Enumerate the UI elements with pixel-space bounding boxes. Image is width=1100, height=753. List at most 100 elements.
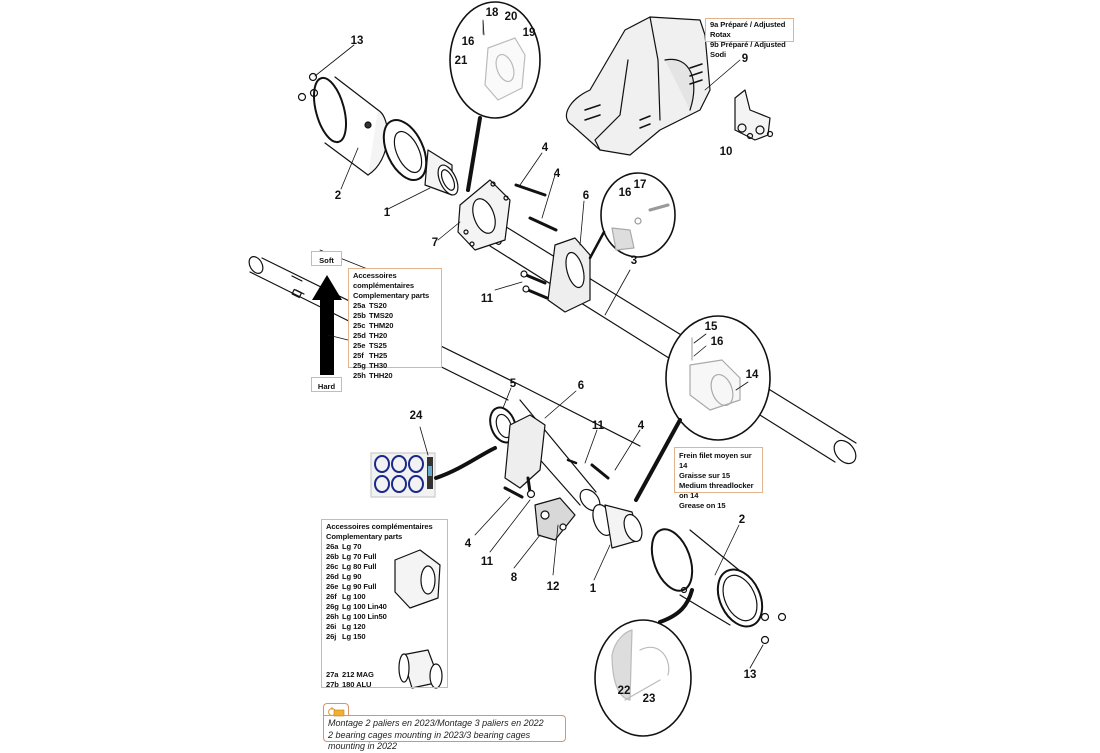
part-label-22: 22 [617,685,631,697]
part-label-16: 16 [461,36,475,48]
hard-label: Hard [311,377,342,392]
part-label-2: 2 [334,190,342,202]
part-label-23: 23 [642,693,656,705]
chain-guard-bracket [734,89,774,141]
part-label-7: 7 [431,237,439,249]
part-label-21: 21 [454,55,468,67]
part-label-6: 6 [577,380,585,392]
disc-carrier [457,179,511,251]
variant-sodi: 9b Préparé / Adjusted Sodi [710,40,786,59]
o-ring-kit [370,446,497,498]
part-label-24: 24 [409,410,423,422]
part-label-1: 1 [589,583,597,595]
hub-accessories-box: Accessoires complémentaires Complementar… [321,519,448,689]
hardness-arrow [312,275,342,375]
hub-accessories-title-en: Complementary parts [326,532,403,541]
note-line: Grease on 15 [679,501,726,510]
part-label-17: 17 [633,179,647,191]
zoom-circle-wheel [594,588,694,737]
part-label-16: 16 [710,336,724,348]
assembly-note-box: Frein filet moyen sur 14 Graisse sur 15 … [674,447,763,510]
axle-accessories-title-en: Complementary parts [353,291,430,300]
part-label-15: 15 [704,321,718,333]
part-label-11: 11 [480,556,494,568]
part-label-4: 4 [637,420,645,432]
zoom-circle-disc [449,1,541,192]
axle-tube [248,219,857,512]
key-pins [514,183,558,232]
zoom-circle-screw [588,172,676,260]
bearing-cage-upper [547,237,591,313]
part-label-11: 11 [480,293,494,305]
axle-accessories-box: Accessoires complémentaires Complementar… [348,268,442,380]
part-label-14: 14 [745,369,759,381]
hub-accessory-image [394,549,441,609]
part-label-13: 13 [743,669,757,681]
part-label-19: 19 [522,27,536,39]
wheel-nuts-lower [760,612,787,645]
part-label-11: 11 [591,420,605,432]
hub-accessories-title-fr: Accessoires complémentaires [326,522,433,531]
note-tab [323,703,349,717]
mounting-note: Montage 2 paliers en 2023/Montage 3 pali… [323,715,566,751]
bearing-accessory-image [398,649,443,689]
bearing-cage-lower [504,414,546,489]
part-label-13: 13 [350,35,364,47]
mounting-note-en: 2 bearing cages mounting in 2023/3 beari… [328,729,531,752]
part-label-12: 12 [546,581,560,593]
brake-drum-upper [313,76,428,181]
mounting-note-fr: Montage 2 paliers en 2023/Montage 3 pali… [328,718,544,728]
part-label-9: 9 [741,53,749,65]
part-label-1: 1 [383,207,391,219]
part-label-4: 4 [464,538,472,550]
part-label-8: 8 [510,572,518,584]
soft-label: Soft [311,251,342,266]
part-label-3: 3 [630,255,638,267]
note-line: Medium threadlocker on 14 [679,481,754,500]
lower-small-parts [503,458,610,541]
part-label-20: 20 [504,11,518,23]
part-label-2: 2 [738,514,746,526]
wheel-nuts-upper [297,72,319,102]
part-label-4: 4 [541,142,549,154]
note-line: Graisse sur 15 [679,471,730,480]
part-label-10: 10 [719,146,733,158]
chain-guard [566,16,711,156]
bolts-upper [520,270,549,300]
part-label-18: 18 [485,7,499,19]
part-label-5: 5 [509,378,517,390]
axle-accessories-title-fr: Accessoires complémentaires [353,271,414,290]
brake-drum-lower [650,528,764,628]
zoom-circle-hub [634,315,771,502]
part-label-4: 4 [553,168,561,180]
note-line: Frein filet moyen sur 14 [679,451,752,470]
part-label-16: 16 [618,187,632,199]
hub-upper [424,149,459,196]
chain-guard-variants-box: 9a Préparé / Adjusted Rotax 9b Préparé /… [705,18,794,59]
part-label-6: 6 [582,190,590,202]
leader-lines [314,19,764,669]
variant-rotax: 9a Préparé / Adjusted Rotax [710,20,786,39]
hub-lower [592,504,643,549]
